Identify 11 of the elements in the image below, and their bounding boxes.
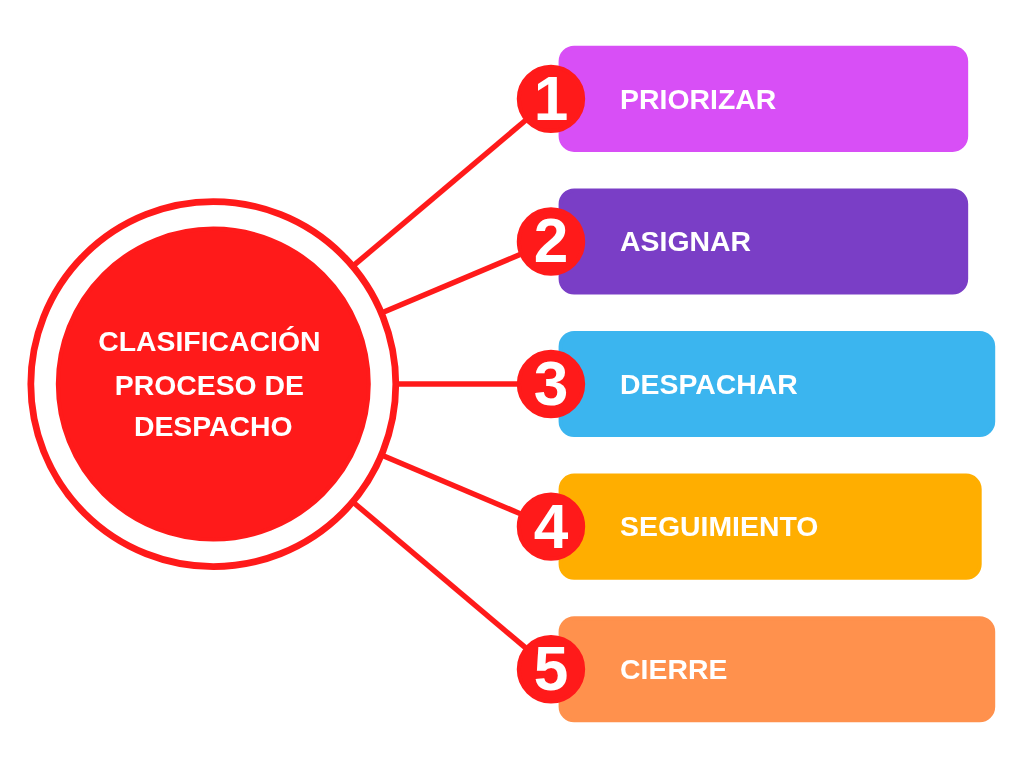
connector — [381, 251, 522, 315]
node-circle: 3 — [516, 349, 586, 419]
connector — [381, 453, 522, 517]
connector — [397, 381, 518, 387]
node-circle: 5 — [516, 635, 586, 704]
node-circle: 4 — [516, 492, 586, 561]
node-circle: 1 — [516, 64, 586, 133]
connector — [352, 500, 528, 650]
node-circle: CLASIFICACIÓN PROCESO DE DESPACHO — [27, 198, 400, 570]
node-circle: 2 — [516, 207, 586, 276]
connector — [352, 118, 528, 268]
